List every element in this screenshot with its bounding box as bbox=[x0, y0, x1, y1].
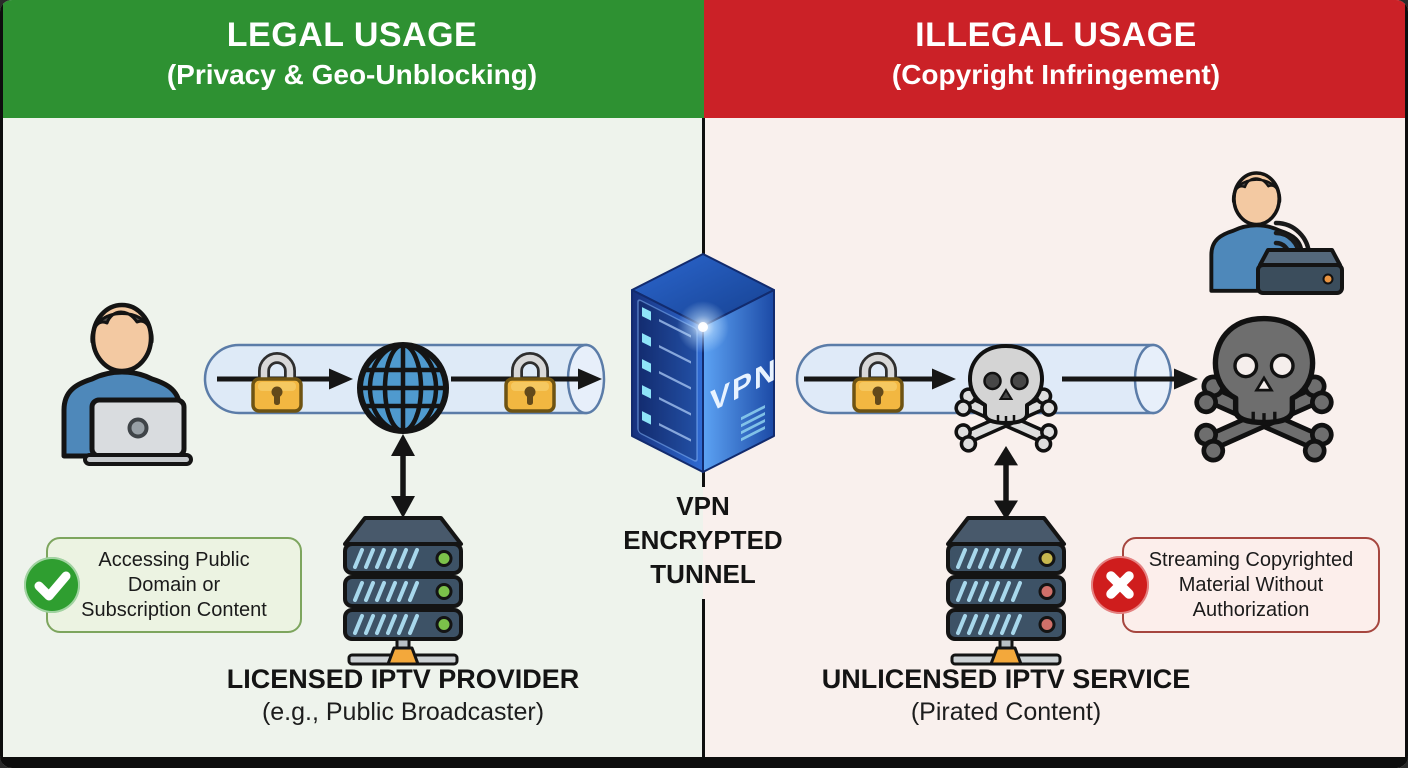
provider-subtitle: (e.g., Public Broadcaster) bbox=[261, 698, 545, 726]
unlicensed-server-icon bbox=[946, 516, 1066, 666]
callout-line: Accessing Public bbox=[98, 548, 250, 571]
arrow-head bbox=[329, 368, 353, 390]
illegal-callout: Streaming Copyrighted Material Without A… bbox=[1122, 537, 1380, 633]
provider-title: UNLICENSED IPTV SERVICE bbox=[821, 664, 1191, 694]
arrow-head bbox=[578, 368, 602, 390]
callout-line: Streaming Copyrighted bbox=[1148, 548, 1354, 571]
callout-line: Domain or bbox=[127, 573, 221, 596]
illegal-header: ILLEGAL USAGE (Copyright Infringement) bbox=[704, 0, 1408, 118]
callout-line: Subscription Content bbox=[81, 598, 267, 621]
frame-edge bbox=[0, 757, 1408, 768]
callout-line: Authorization bbox=[1192, 598, 1310, 621]
check-circle-icon bbox=[24, 557, 80, 613]
legal-link-arrow bbox=[385, 432, 421, 520]
arrow-head bbox=[932, 368, 956, 390]
set-top-box-icon bbox=[1256, 248, 1344, 295]
illegal-title: ILLEGAL USAGE bbox=[915, 16, 1197, 54]
illegal-link-arrow bbox=[988, 444, 1024, 524]
callout-line: Material Without bbox=[1178, 573, 1324, 596]
skull-crossbones-icon bbox=[1194, 319, 1335, 464]
licensed-provider-label: LICENSED IPTV PROVIDER (e.g., Public Bro… bbox=[173, 662, 633, 729]
caption-line: VPN bbox=[676, 491, 730, 521]
laptop-icon bbox=[83, 397, 193, 466]
arrow-head bbox=[1174, 368, 1198, 390]
unlicensed-provider-label: UNLICENSED IPTV SERVICE (Pirated Content… bbox=[776, 662, 1236, 729]
provider-subtitle: (Pirated Content) bbox=[910, 698, 1102, 726]
globe-icon bbox=[357, 342, 449, 434]
caption-line: TUNNEL bbox=[650, 559, 756, 589]
vpn-tunnel-caption: VPN ENCRYPTED TUNNEL bbox=[608, 487, 798, 599]
vpn-server-icon: VPN bbox=[631, 253, 778, 473]
cross-circle-icon bbox=[1091, 556, 1149, 614]
provider-title: LICENSED IPTV PROVIDER bbox=[226, 664, 580, 694]
licensed-server-icon bbox=[343, 516, 463, 666]
legal-callout: Accessing Public Domain or Subscription … bbox=[46, 537, 302, 633]
legal-subtitle: (Privacy & Geo-Unblocking) bbox=[166, 59, 538, 90]
legal-user bbox=[52, 296, 193, 466]
caption-line: ENCRYPTED bbox=[623, 525, 783, 555]
legal-tunnel bbox=[203, 342, 606, 434]
illegal-tunnel bbox=[795, 343, 1198, 456]
legal-header: LEGAL USAGE (Privacy & Geo-Unblocking) bbox=[0, 0, 704, 118]
illegal-viewer bbox=[1209, 171, 1344, 295]
legal-title: LEGAL USAGE bbox=[226, 16, 478, 54]
frame-edge bbox=[1405, 0, 1408, 768]
frame-edge bbox=[0, 0, 3, 768]
piracy-skull bbox=[1196, 308, 1336, 463]
illegal-subtitle: (Copyright Infringement) bbox=[891, 59, 1221, 90]
